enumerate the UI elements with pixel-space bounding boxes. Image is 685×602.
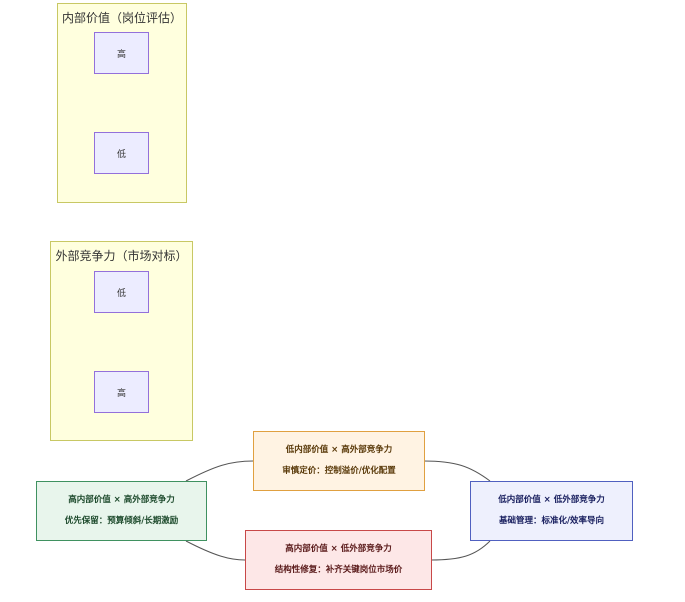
quadrant-title: 低内部价值 × 低外部竞争力 <box>498 495 605 505</box>
quadrant-high-low[interactable]: 高内部价值 × 低外部竞争力 结构性修复：补齐关键岗位市场价 <box>245 530 432 590</box>
internal-high-node[interactable]: 高 <box>94 32 149 74</box>
quadrant-desc: 结构性修复：补齐关键岗位市场价 <box>274 565 403 575</box>
external-low-node[interactable]: 低 <box>94 271 149 313</box>
external-high-node[interactable]: 高 <box>94 371 149 413</box>
edge-orange-blue <box>423 460 491 482</box>
quadrant-title: 高内部价值 × 高外部竞争力 <box>68 495 175 505</box>
edge-green-orange <box>185 460 254 482</box>
internal-low-node[interactable]: 低 <box>94 132 149 174</box>
quadrant-title: 低内部价值 × 高外部竞争力 <box>285 445 393 455</box>
quadrant-high-high[interactable]: 高内部价值 × 高外部竞争力 优先保留：预算倾斜/长期激励 <box>36 481 207 541</box>
edge-red-blue <box>430 540 491 561</box>
quadrant-low-high[interactable]: 低内部价值 × 高外部竞争力 审慎定价：控制溢价/优化配置 <box>253 431 425 491</box>
cluster-title: 外部竞争力（市场对标） <box>55 249 188 263</box>
quadrant-desc: 审慎定价：控制溢价/优化配置 <box>282 466 396 476</box>
quadrant-desc: 优先保留：预算倾斜/长期激励 <box>64 516 179 526</box>
edge-green-red <box>185 540 246 561</box>
quadrant-title: 高内部价值 × 低外部竞争力 <box>285 544 392 554</box>
quadrant-desc: 基础管理：标准化/效率导向 <box>498 516 605 526</box>
cluster-title: 内部价值（岗位评估） <box>61 11 182 25</box>
quadrant-low-low[interactable]: 低内部价值 × 低外部竞争力 基础管理：标准化/效率导向 <box>470 481 633 541</box>
